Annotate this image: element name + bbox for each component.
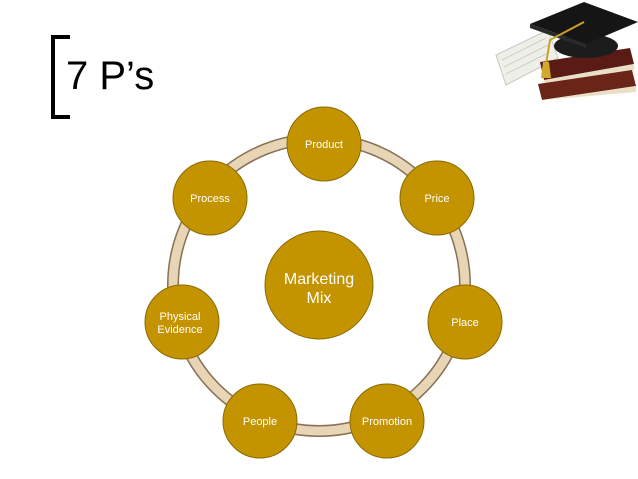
node-process-label: Process xyxy=(190,193,230,205)
center-label-line2: Mix xyxy=(307,290,332,307)
node-physical-evidence-label-line2: Evidence xyxy=(157,324,202,336)
slide-title: 7 P’s xyxy=(66,54,155,98)
node-physical-evidence xyxy=(144,284,220,360)
node-place-label: Place xyxy=(451,317,479,329)
center-node xyxy=(264,230,374,340)
node-place xyxy=(427,284,503,360)
node-people-label: People xyxy=(243,416,277,428)
node-physical-evidence-label-line1: Physical xyxy=(160,311,201,323)
node-process xyxy=(172,160,248,236)
node-product-label: Product xyxy=(305,139,343,151)
title-bracket-top xyxy=(51,35,70,39)
node-promotion-label: Promotion xyxy=(362,416,412,428)
title-bracket-bottom xyxy=(51,115,70,119)
node-price xyxy=(399,160,475,236)
graduation-cap-and-books-icon xyxy=(495,2,638,100)
node-product xyxy=(286,106,362,182)
title-bracket xyxy=(51,35,55,119)
node-price-label: Price xyxy=(424,193,449,205)
node-people xyxy=(222,383,298,459)
center-label-line1: Marketing xyxy=(284,271,354,288)
node-promotion xyxy=(349,383,425,459)
